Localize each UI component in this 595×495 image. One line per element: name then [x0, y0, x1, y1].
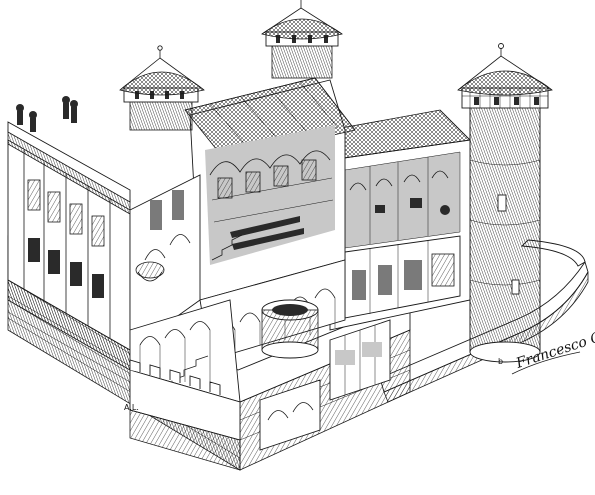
baroque-facade	[7, 96, 131, 371]
round-tower	[457, 43, 553, 363]
svg-text:A.L.: A.L.	[124, 403, 139, 412]
artist-monogram: A.L.	[124, 403, 139, 412]
foundation-courses	[7, 295, 131, 383]
great-hall	[184, 77, 356, 301]
svg-text:b: b	[498, 357, 503, 366]
back-center-tower	[261, 0, 343, 79]
front-left-tower	[119, 45, 205, 131]
right-wing	[329, 109, 471, 331]
front-bastion	[129, 319, 391, 471]
small-mark: b	[498, 357, 503, 366]
arcade-wing	[129, 174, 201, 351]
